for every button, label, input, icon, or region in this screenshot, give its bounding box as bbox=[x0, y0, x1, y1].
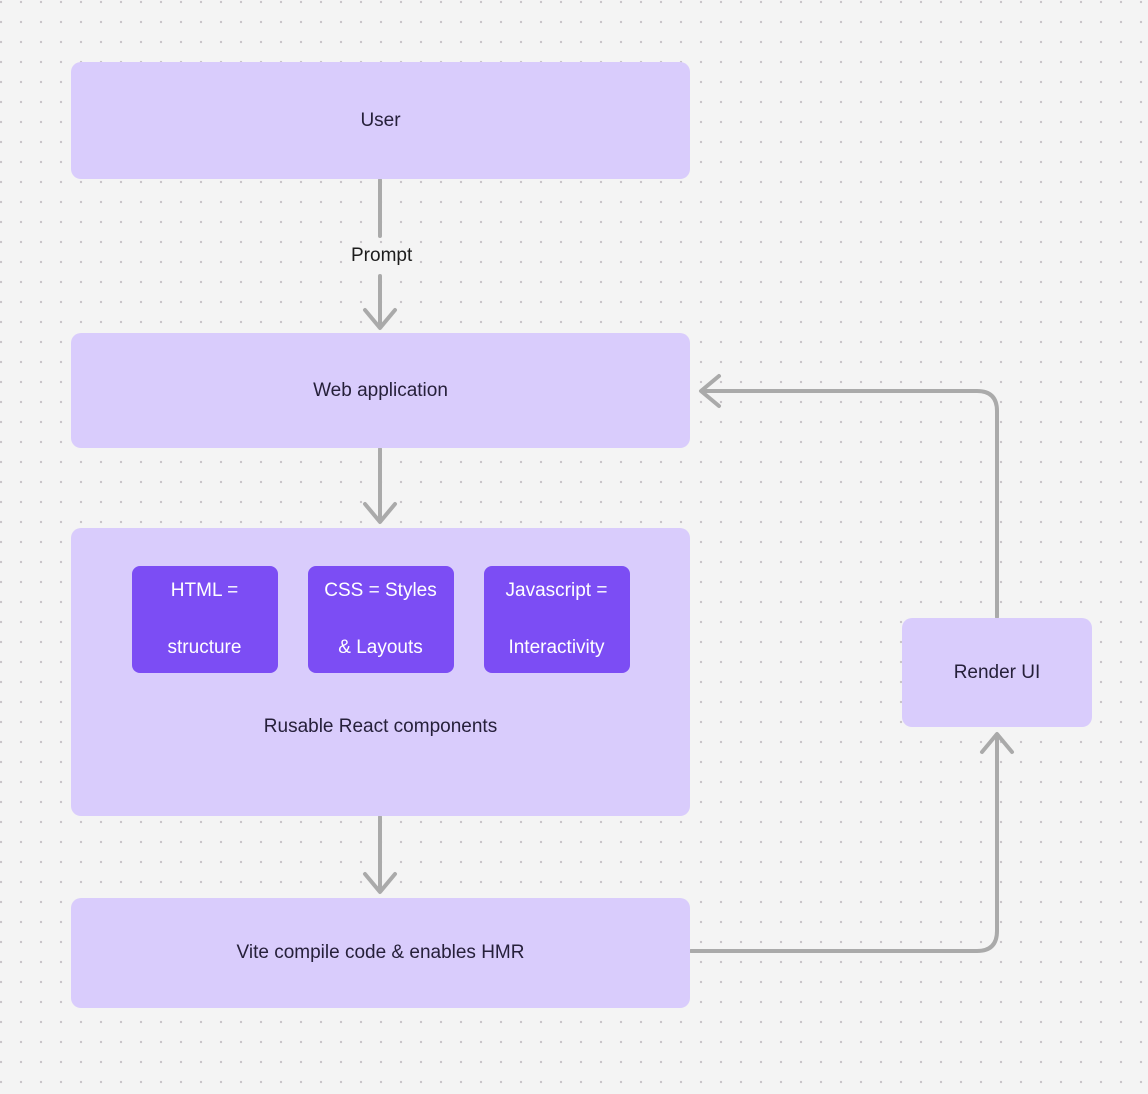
node-react-components-group[interactable]: HTML = structure CSS = Styles & Layouts Ja… bbox=[71, 528, 690, 816]
inner-node-javascript-line2: Interactivity bbox=[508, 636, 605, 658]
node-user-label: User bbox=[360, 109, 401, 131]
arrowhead-vite-to-render bbox=[980, 732, 1014, 754]
node-render-ui[interactable]: Render UI bbox=[902, 618, 1092, 727]
inner-node-css-label: CSS = Styles & Layouts bbox=[312, 577, 448, 663]
inner-node-html-label: HTML = structure bbox=[156, 577, 254, 663]
node-render-ui-label: Render UI bbox=[953, 661, 1041, 683]
arrowhead-prompt-to-webapp bbox=[363, 308, 397, 330]
edge-label-prompt: Prompt bbox=[345, 245, 419, 267]
node-vite[interactable]: Vite compile code & enables HMR bbox=[71, 898, 690, 1008]
node-web-application-label: Web application bbox=[313, 379, 448, 401]
edge-vite-to-render bbox=[689, 735, 999, 953]
inner-node-css-line1: CSS = Styles bbox=[324, 579, 437, 601]
arrowhead-webapp-to-components bbox=[363, 502, 397, 524]
edge-label-prompt-text: Prompt bbox=[351, 245, 413, 266]
inner-node-javascript-line1: Javascript = bbox=[505, 579, 608, 601]
inner-node-html-line2: structure bbox=[167, 636, 242, 658]
inner-node-css-line2: & Layouts bbox=[338, 636, 423, 658]
inner-node-javascript-label: Javascript = Interactivity bbox=[494, 577, 620, 663]
node-react-components-caption: Rusable React components bbox=[263, 716, 498, 737]
node-vite-label: Vite compile code & enables HMR bbox=[236, 942, 525, 964]
inner-node-row: HTML = structure CSS = Styles & Layouts Ja… bbox=[71, 566, 690, 673]
inner-node-html[interactable]: HTML = structure bbox=[131, 566, 278, 673]
edge-render-to-webapp bbox=[702, 389, 999, 619]
inner-node-html-line1: HTML = bbox=[170, 579, 239, 601]
inner-node-css[interactable]: CSS = Styles & Layouts bbox=[307, 566, 454, 673]
arrowhead-components-to-vite bbox=[363, 872, 397, 894]
arrowhead-render-to-webapp bbox=[699, 374, 721, 408]
node-web-application[interactable]: Web application bbox=[71, 333, 690, 448]
inner-node-javascript[interactable]: Javascript = Interactivity bbox=[483, 566, 630, 673]
node-user[interactable]: User bbox=[71, 62, 690, 179]
